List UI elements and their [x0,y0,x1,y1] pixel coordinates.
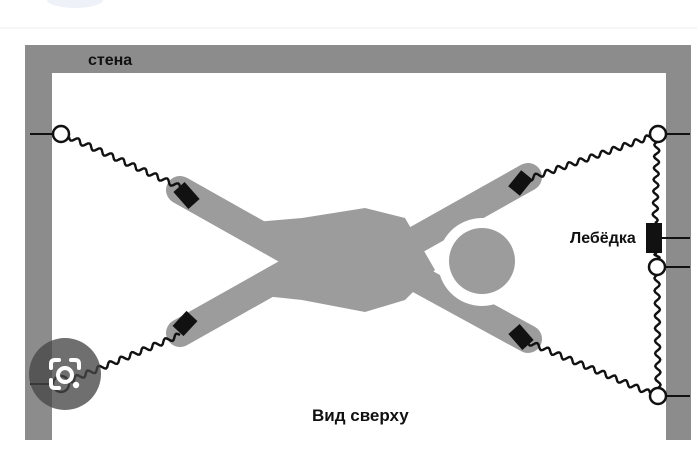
google-lens-button[interactable] [29,338,101,410]
wall-right [666,45,691,440]
rope-winch-top [651,141,661,224]
anchor-left-top [51,124,71,144]
cuff-upper-left [173,182,200,209]
rope-winch-bottom [653,274,662,389]
limb-upper-left [166,176,306,267]
limb-upper-right [384,163,542,264]
winch-body [646,223,662,253]
winch-label: Лебёдка [570,230,636,247]
rope-lower-right [526,341,652,394]
winch [646,223,690,277]
figure [166,163,542,353]
top-faint-shape [47,0,103,8]
wall-top [25,45,691,73]
google-lens-icon [49,358,81,390]
wall-label: стена [88,52,132,69]
cuff-lower-right [508,324,534,350]
ropes [67,134,662,394]
cuff-lower-left [172,310,198,337]
anchor-right-bottom [648,386,668,406]
cuff-upper-right [508,170,533,196]
view-label: Вид сверху [312,406,409,425]
torso [255,208,435,312]
anchor-right-top [648,124,668,144]
head [449,228,515,294]
room-walls [25,45,691,440]
rope-upper-left [67,136,182,188]
winch-pulley [647,257,667,277]
rope-upper-right [527,134,651,182]
